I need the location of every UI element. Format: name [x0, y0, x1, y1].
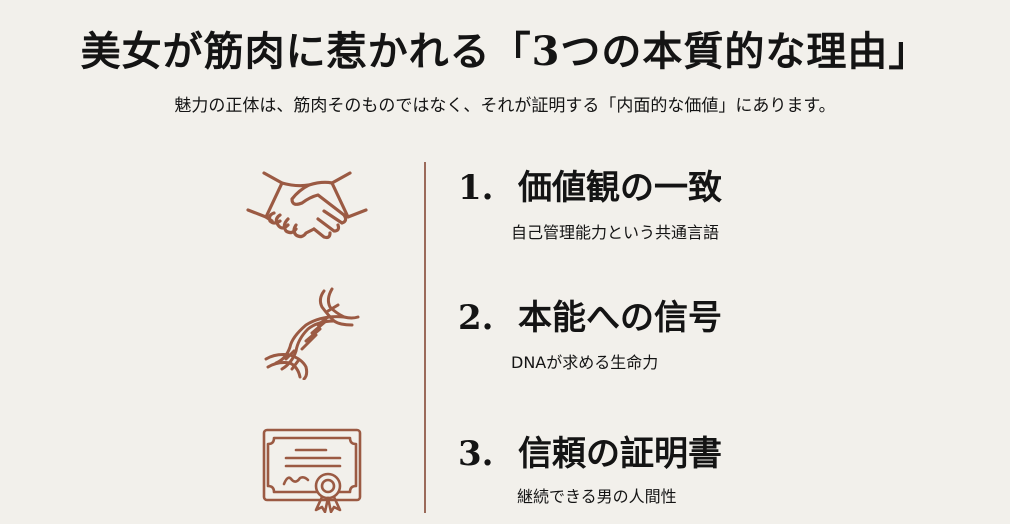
certificate-icon	[262, 428, 362, 513]
reason-3-number: 3.	[458, 434, 494, 474]
page-title: 美女が筋肉に惹かれる「3つの本質的な理由」	[80, 28, 930, 75]
dna-icon	[262, 285, 362, 380]
reason-1-subtitle: 自己管理能力という共通言語	[511, 223, 720, 242]
reason-3-subtitle: 継続できる男の人間性	[517, 487, 677, 506]
reason-1-number: 1.	[458, 168, 494, 208]
reason-2-subtitle: DNAが求める生命力	[511, 353, 659, 372]
reason-2-number: 2.	[458, 298, 494, 338]
reason-1-title: 1.価値観の一致	[458, 168, 722, 208]
page-subtitle: 魅力の正体は、筋肉そのものではなく、それが証明する「内面的な価値」にあります。	[174, 96, 836, 116]
reason-3-title: 3.信頼の証明書	[458, 434, 722, 474]
reason-2-title: 2.本能への信号	[458, 298, 722, 338]
vertical-divider	[424, 162, 426, 513]
handshake-icon	[244, 165, 374, 245]
